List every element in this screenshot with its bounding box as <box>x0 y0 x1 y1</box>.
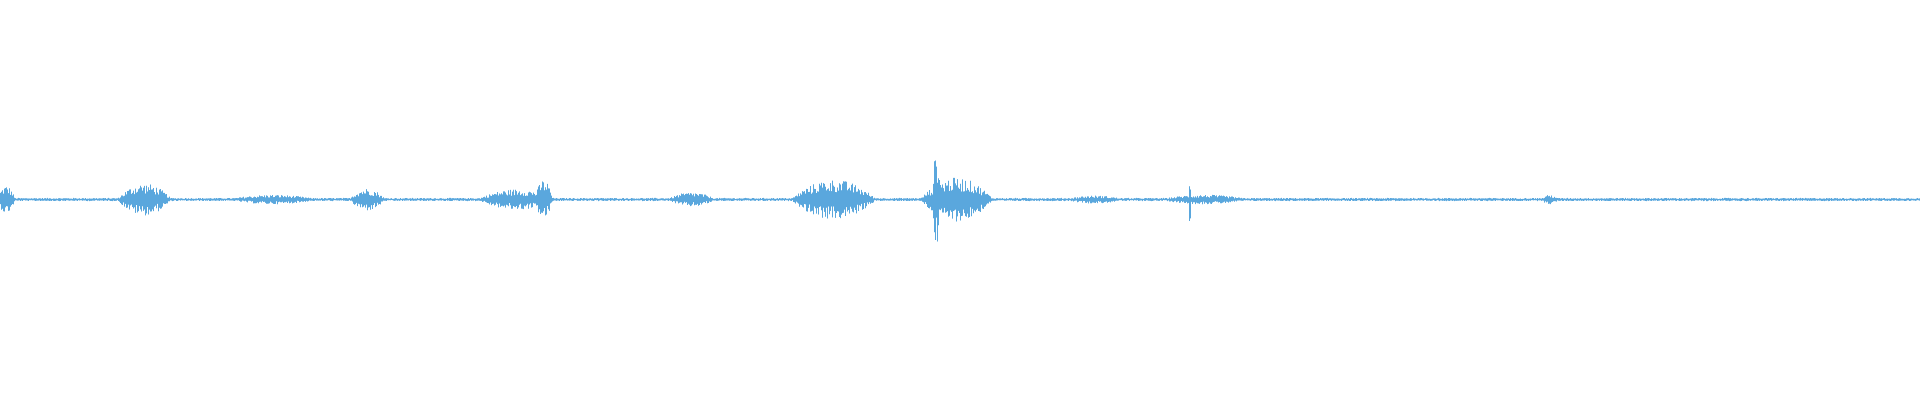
waveform-signal <box>0 160 1920 242</box>
